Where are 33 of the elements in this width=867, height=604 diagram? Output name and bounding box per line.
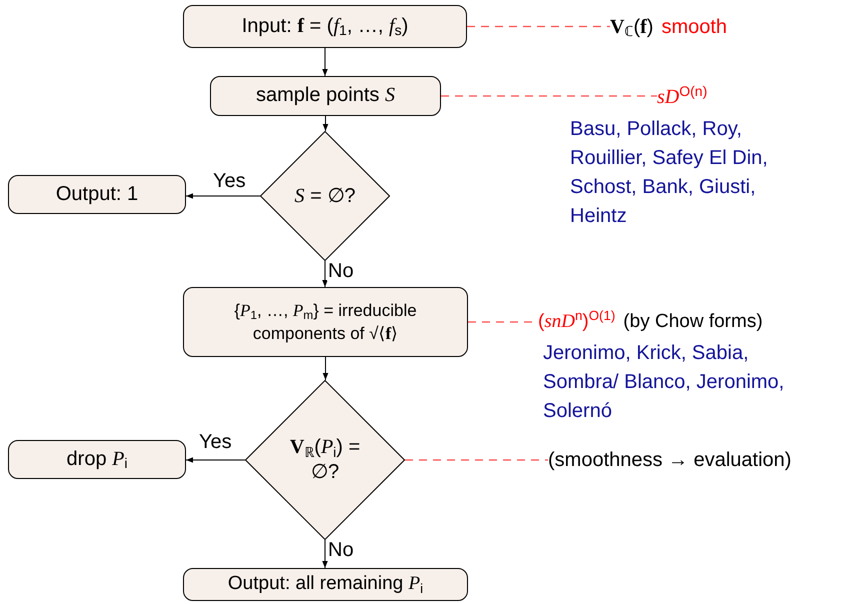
arrow [322, 48, 328, 76]
annotation-text: (smoothness → evaluation) [548, 448, 792, 472]
author-list: Basu, Pollack, Roy, Rouillier, Safey El Din, Schost, Bank, Giusti, Heintz [570, 115, 815, 231]
box-label: drop P$_{i}$ [66, 446, 128, 474]
author-list: Jeronimo, Krick, Sabia, Sombra/ Blanco, Jeronimo, Solernó [543, 339, 813, 426]
box-label: sample points S [256, 83, 395, 108]
arrow [322, 116, 328, 132]
annotation-text: (snD$^{n}$)$^{O(1)}$ [538, 310, 616, 334]
arrow [322, 540, 328, 568]
arrow [186, 193, 260, 199]
process-box [210, 76, 441, 116]
annotation-text: (by Chow forms) [623, 310, 763, 334]
box-label: Input: f = (f$_{1}$, …, f$_{s}$) [242, 14, 408, 40]
process-box [183, 568, 468, 601]
process-box [183, 287, 468, 357]
box-label: Output: 1 [56, 182, 138, 207]
leader-line [467, 26, 610, 28]
leader-line [405, 459, 548, 461]
annotation-text: smooth [661, 14, 728, 40]
leader-line [441, 95, 657, 97]
process-box [8, 440, 186, 479]
box-label: {P$_{1}$, …, P$_{m}$} = irreducible components of √⟨f⟩ [233, 300, 418, 345]
annotation-text: sD$^{O(n)}$ [657, 84, 708, 110]
decision-label: S = ∅? [294, 184, 356, 208]
process-box [183, 5, 467, 48]
edge-label: No [327, 261, 355, 281]
arrow [322, 356, 328, 380]
decision-label: V$_{ℝ}$(P$_{i}$) = ∅? [288, 435, 362, 485]
arrow [186, 457, 246, 463]
arrow [322, 260, 328, 288]
box-label: Output: all remaining P$_{i}$ [228, 572, 424, 598]
process-box [8, 175, 186, 214]
annotation-text: V$_{ℂ}$(f) [610, 14, 654, 40]
